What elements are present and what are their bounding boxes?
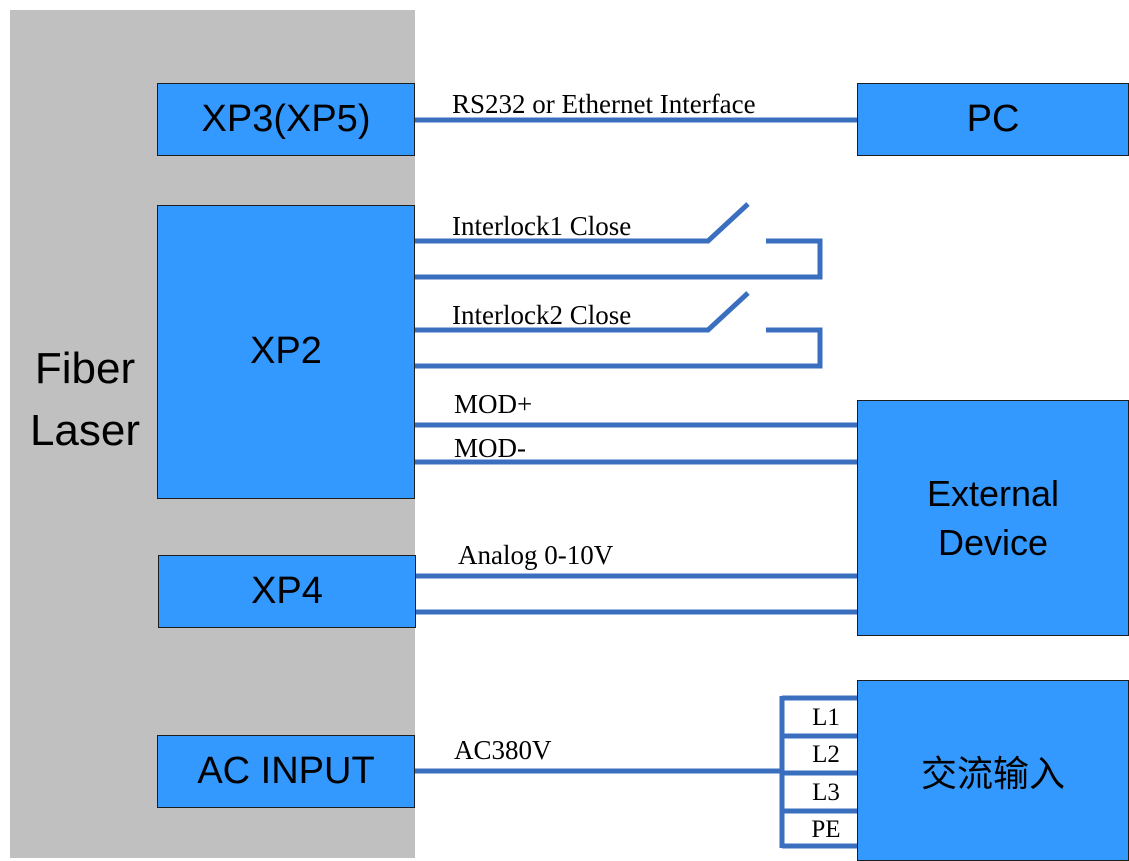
wire-interlock2-return xyxy=(415,327,823,369)
xp2-label: XP2 xyxy=(250,330,322,372)
xp3-label: XP3(XP5) xyxy=(201,98,371,140)
xp2-block: XP2 xyxy=(157,205,415,499)
external-device-line2: Device xyxy=(937,522,1049,563)
fiber-laser-line2: Laser xyxy=(29,406,141,455)
interlock1-label: Interlock1 Close xyxy=(452,211,632,241)
fiber-laser-label: Fiber Laser xyxy=(10,338,160,462)
mod-minus-label: MOD- xyxy=(454,433,526,463)
external-device-line1: External xyxy=(926,473,1060,514)
fiber-laser-line1: Fiber xyxy=(34,344,136,393)
external-device-block: External Device xyxy=(857,400,1129,636)
pc-label: PC xyxy=(966,98,1020,140)
xp3-block: XP3(XP5) xyxy=(157,83,415,156)
analog-label: Analog 0-10V xyxy=(458,540,614,570)
ac-input-block: AC INPUT xyxy=(157,735,415,808)
phase-pe-label: PE xyxy=(811,816,841,843)
xp4-block: XP4 xyxy=(158,555,416,628)
rs232-label: RS232 or Ethernet Interface xyxy=(452,89,756,119)
xp4-label: XP4 xyxy=(251,570,323,612)
ac380-label: AC380V xyxy=(454,735,552,765)
ac-input-label: AC INPUT xyxy=(197,750,375,792)
mod-plus-label: MOD+ xyxy=(454,389,533,419)
wire-interlock1-return xyxy=(415,238,823,280)
interlock2-label: Interlock2 Close xyxy=(452,300,632,330)
phase-l1-label: L1 xyxy=(812,704,840,731)
phase-l2-label: L2 xyxy=(812,741,840,768)
ac-in-cn-label: 交流输入 xyxy=(920,753,1065,795)
wire-interlock2 xyxy=(415,291,750,333)
ac-in-cn-block: 交流输入 xyxy=(857,680,1129,861)
phase-l3-label: L3 xyxy=(812,779,840,806)
pc-block: PC xyxy=(857,83,1129,156)
wire-interlock1 xyxy=(415,202,750,244)
